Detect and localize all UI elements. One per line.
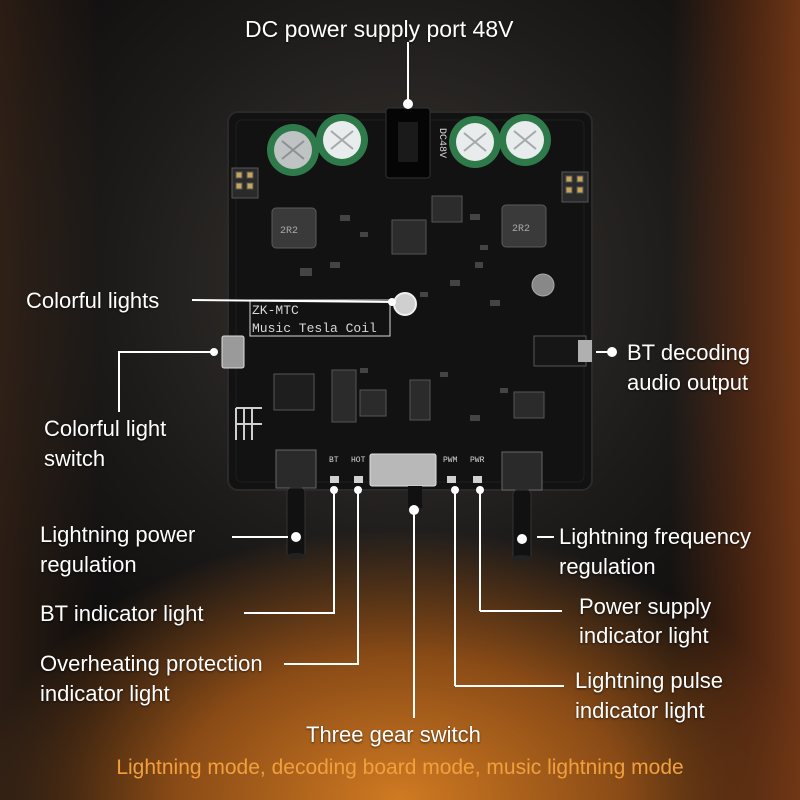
inductor-left: 2R2 xyxy=(271,207,317,249)
regulator-chip xyxy=(431,195,463,223)
label-freq-reg-line1: Lightning frequency xyxy=(559,524,752,549)
inductor-right: 2R2 xyxy=(501,204,547,248)
pin-header-left xyxy=(231,167,259,199)
bt-antenna xyxy=(235,407,262,440)
label-pulse-line2: indicator light xyxy=(575,698,705,723)
label-bt-output-line2: audio output xyxy=(627,370,749,395)
colorful-light-switch xyxy=(221,335,245,369)
svg-text:PWR: PWR xyxy=(470,456,485,465)
board-model: ZK-MTC xyxy=(252,303,299,318)
colorful-led xyxy=(393,292,417,316)
svg-text:2R2: 2R2 xyxy=(512,224,530,235)
leader-dots xyxy=(210,99,617,544)
label-power-reg-line1: Lightning power xyxy=(40,522,196,547)
led-hot xyxy=(354,476,363,483)
svg-text:2R2: 2R2 xyxy=(280,226,298,237)
label-pulse-line1: Lightning pulse xyxy=(575,668,724,693)
label-bt-output-line1: BT decoding xyxy=(627,340,751,365)
frequency-potentiometer xyxy=(501,451,543,561)
svg-text:PWM: PWM xyxy=(443,456,458,465)
power-potentiometer xyxy=(275,449,317,559)
label-overheat-line2: indicator light xyxy=(40,681,170,706)
led-bt xyxy=(330,476,339,483)
svg-text:HOT: HOT xyxy=(351,456,366,465)
capacitor-right-2 xyxy=(499,114,551,166)
label-colorful-lights: Colorful lights xyxy=(26,288,160,313)
smd-components xyxy=(300,214,508,421)
capacitor-right-1 xyxy=(449,116,501,168)
label-bt-indicator: BT indicator light xyxy=(40,601,204,626)
audio-jack xyxy=(533,335,587,367)
dc-marking: DC48V xyxy=(436,128,447,158)
label-power-indicator-line1: Power supply xyxy=(579,594,712,619)
board-name: Music Tesla Coil xyxy=(252,321,377,336)
label-gear-switch: Three gear switch xyxy=(306,722,481,747)
label-light-switch-line1: Colorful light xyxy=(44,416,167,441)
background-right-shade xyxy=(670,0,800,800)
led-pwm xyxy=(447,476,456,483)
label-freq-reg-line2: regulation xyxy=(559,554,656,579)
background-left-shade xyxy=(0,0,100,800)
three-gear-switch xyxy=(369,453,437,487)
pin-header-right xyxy=(561,171,589,203)
label-overheat-line1: Overheating protection xyxy=(40,651,263,676)
modes-caption: Lightning mode, decoding board mode, mus… xyxy=(116,756,684,779)
capacitor-left-1 xyxy=(267,124,319,176)
svg-text:BT: BT xyxy=(329,456,339,465)
leader-lines xyxy=(118,42,612,718)
label-light-switch-line2: switch xyxy=(44,446,106,471)
capacitor-left-2 xyxy=(316,114,368,166)
label-dc-port: DC power supply port 48V xyxy=(245,16,514,42)
label-power-reg-line2: regulation xyxy=(40,552,137,577)
led-pwr xyxy=(473,476,482,483)
label-power-indicator-line2: indicator light xyxy=(579,623,709,648)
